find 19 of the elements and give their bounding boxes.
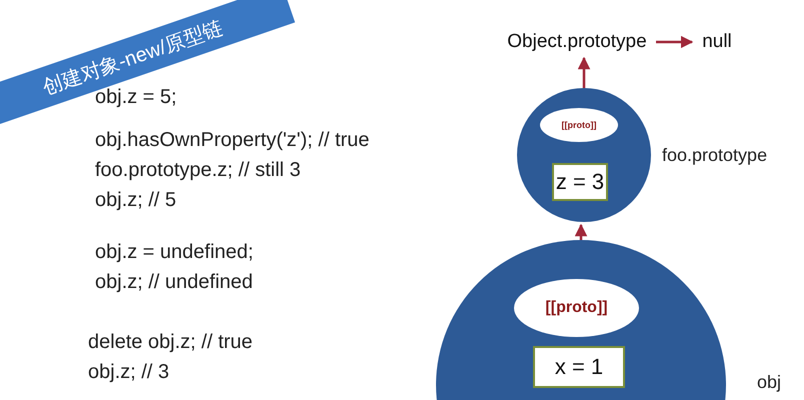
- label-text: null: [696, 29, 738, 55]
- object-name-label: foo.prototype: [662, 146, 768, 164]
- arrow: [578, 56, 590, 88]
- code-line: delete obj.z; // true: [88, 332, 253, 352]
- property-box: x = 1: [533, 346, 625, 388]
- object-name-label: obj: [757, 373, 782, 391]
- arrow: [574, 224, 588, 240]
- property-box: z = 3: [552, 163, 608, 201]
- code-line: obj.z; // 5: [95, 190, 176, 210]
- code-line: foo.prototype.z; // still 3: [95, 160, 301, 180]
- arrow: [656, 36, 694, 48]
- code-line: obj.z = undefined;: [95, 242, 254, 262]
- code-line: obj.z; // 3: [88, 362, 170, 382]
- proto-ellipse: [[proto]]: [540, 108, 618, 142]
- proto-ellipse: [[proto]]: [514, 279, 639, 337]
- code-line: obj.z = 5;: [95, 87, 177, 107]
- code-line: obj.z; // undefined: [95, 272, 253, 292]
- code-line: obj.hasOwnProperty('z'); // true: [95, 130, 370, 150]
- label-text: Object.prototype: [500, 29, 654, 55]
